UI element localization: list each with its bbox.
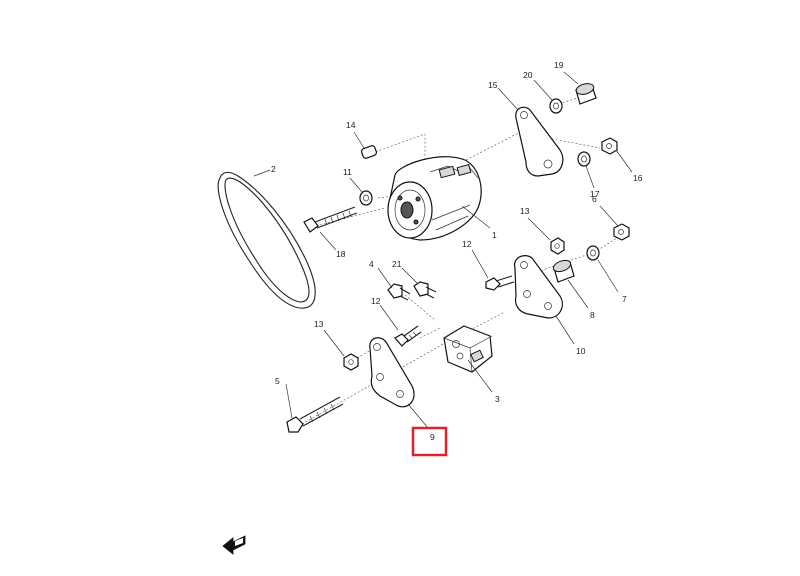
callout-4[interactable]: 4 <box>369 259 374 269</box>
callout-12-lower[interactable]: 12 <box>371 296 381 306</box>
front-arrow-icon <box>222 535 246 555</box>
callout-17[interactable]: 17 <box>590 189 600 199</box>
callout-2[interactable]: 2 <box>271 164 276 174</box>
callout-12-upper[interactable]: 12 <box>462 239 472 249</box>
part-8-collar[interactable] <box>552 258 575 283</box>
callout-21[interactable]: 21 <box>392 259 402 269</box>
callout-16[interactable]: 16 <box>633 173 643 183</box>
part-19-spacer[interactable] <box>575 82 597 105</box>
callout-11[interactable]: 11 <box>343 167 352 177</box>
part-7-washer[interactable] <box>586 245 600 261</box>
callout-3[interactable]: 3 <box>495 394 500 404</box>
callout-18[interactable]: 18 <box>336 249 346 259</box>
part-17-washer[interactable] <box>577 151 591 167</box>
callout-5[interactable]: 5 <box>275 376 280 386</box>
assembly-lines <box>294 93 621 429</box>
callout-6[interactable]: 6 <box>592 194 597 204</box>
part-20-washer[interactable] <box>549 98 563 114</box>
callout-19[interactable]: 19 <box>554 60 564 70</box>
part-18-bolt[interactable] <box>303 206 358 233</box>
part-1-compressor[interactable] <box>387 156 482 241</box>
part-13-nut-upper[interactable] <box>550 237 565 255</box>
part-21-bolt[interactable] <box>413 281 437 299</box>
callout-13-lower[interactable]: 13 <box>314 319 324 329</box>
part-9-bracket[interactable] <box>369 337 415 408</box>
part-15-bracket[interactable] <box>515 106 564 177</box>
callout-7[interactable]: 7 <box>622 294 627 304</box>
callout-1[interactable]: 1 <box>492 230 497 240</box>
part-10-bracket[interactable] <box>513 255 563 319</box>
callout-labels: 1 2 3 4 5 6 7 8 9 10 11 12 12 13 13 14 1… <box>271 60 643 442</box>
selected-callout-highlight[interactable] <box>411 426 448 457</box>
callout-10[interactable]: 10 <box>576 346 586 356</box>
part-14-pin[interactable] <box>360 145 378 159</box>
callout-8[interactable]: 8 <box>590 310 595 320</box>
part-11-washer[interactable] <box>359 190 373 206</box>
part-6-nut[interactable] <box>613 223 630 241</box>
part-3-tensioner[interactable] <box>443 325 493 373</box>
callout-9[interactable]: 9 <box>430 432 435 442</box>
callout-15[interactable]: 15 <box>488 80 498 90</box>
callout-20[interactable]: 20 <box>523 70 533 80</box>
part-13-nut-lower[interactable] <box>343 353 359 371</box>
callout-14[interactable]: 14 <box>346 120 356 130</box>
leader-lines <box>253 71 633 429</box>
part-12-bolt-lower[interactable] <box>394 325 422 347</box>
part-16-nut[interactable] <box>601 137 618 155</box>
part-12-bolt-upper[interactable] <box>485 275 515 291</box>
part-2-belt[interactable] <box>217 171 316 309</box>
part-5-bolt[interactable] <box>286 396 344 433</box>
callout-13-upper[interactable]: 13 <box>520 206 530 216</box>
